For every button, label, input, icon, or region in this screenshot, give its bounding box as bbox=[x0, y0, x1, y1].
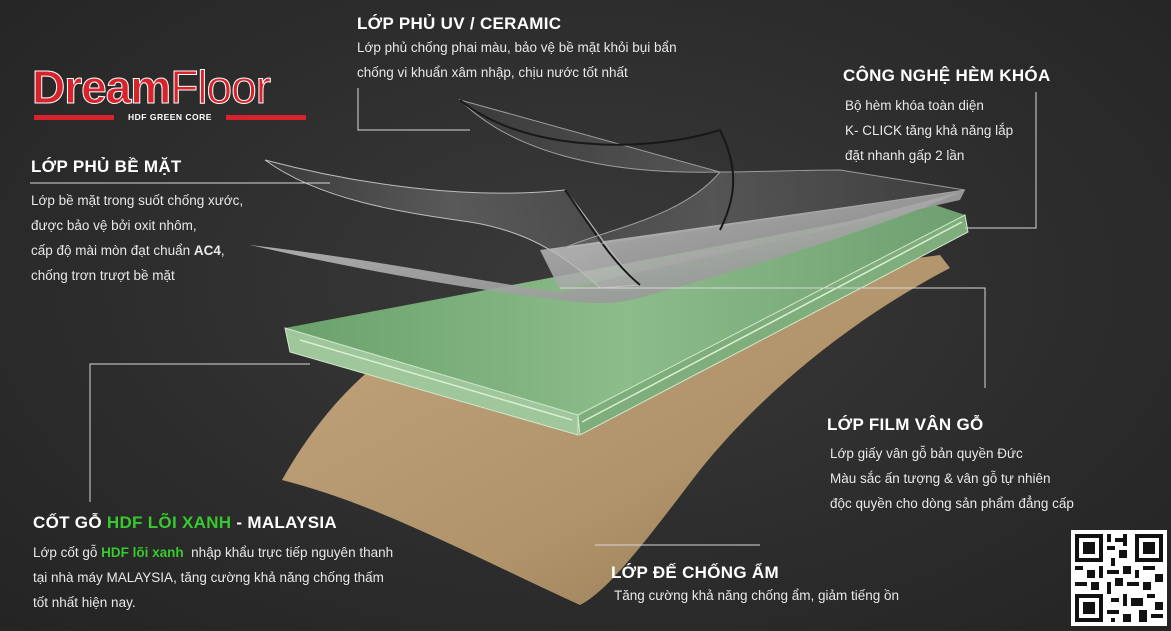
core-heading-suffix: - MALAYSIA bbox=[231, 513, 337, 532]
base-layer-line: Tăng cường khả năng chống ẩm, giảm tiếng… bbox=[614, 588, 900, 603]
surface-layer-line-2: được bảo vệ bởi oxit nhôm, bbox=[31, 218, 197, 233]
film-layer-line-3: độc quyền cho dòng sản phẩm đẳng cấp bbox=[830, 496, 1074, 511]
core-line-1-prefix: Lớp cốt gỗ bbox=[33, 545, 102, 560]
film-connector bbox=[560, 287, 986, 388]
core-layer-line-1: Lớp cốt gỗ HDF lõi xanh nhập khẩu trực t… bbox=[33, 540, 393, 566]
lock-tech-line-2: K- CLICK tăng khả năng lắp bbox=[845, 123, 1014, 138]
logo-word-dream: Dream bbox=[31, 61, 171, 114]
lock-tech-line-3: đặt nhanh gấp 2 lần bbox=[845, 148, 965, 163]
core-connector bbox=[89, 363, 310, 502]
film-layer-line-1: Lớp giấy vân gỗ bản quyền Đức bbox=[830, 446, 1023, 461]
logo-tagline: HDF GREEN CORE bbox=[128, 112, 212, 122]
surface-layer-line-4: chống trơn trượt bề mặt bbox=[31, 268, 175, 283]
core-line-1-highlight: HDF lõi xanh bbox=[101, 545, 184, 560]
logo-bar-left bbox=[34, 115, 114, 120]
abrasion-grade: AC4 bbox=[193, 243, 221, 258]
core-heading-prefix: CỐT GỖ bbox=[33, 513, 107, 532]
surface-line-3-prefix: cấp độ mài mòn đạt chuẩn bbox=[31, 243, 194, 258]
lock-connector bbox=[965, 92, 1037, 229]
uv-coating-sheet bbox=[458, 99, 966, 251]
core-layer-heading: CỐT GỖ HDF LÕI XANH - MALAYSIA bbox=[33, 513, 337, 533]
core-board-top bbox=[285, 205, 965, 415]
logo-word-floor: Floor bbox=[170, 61, 272, 114]
surface-layer-heading: LỚP PHỦ BỀ MẶT bbox=[31, 157, 182, 176]
surface-line-3-suffix: , bbox=[220, 243, 225, 258]
qr-code-icon bbox=[1071, 530, 1167, 626]
core-layer-line-2: tại nhà máy MALAYSIA, tăng cường khả năn… bbox=[33, 570, 384, 585]
core-board-side bbox=[284, 327, 579, 436]
core-heading-highlight: HDF LÕI XANH bbox=[106, 513, 232, 532]
core-layer-line-3: tốt nhất hiện nay. bbox=[33, 595, 136, 610]
uv-layer-line-1: Lớp phủ chống phai màu, bảo vệ bề mặt kh… bbox=[357, 40, 677, 55]
lock-tech-heading: CÔNG NGHỆ HÈM KHÓA bbox=[843, 66, 1051, 85]
clear-surface-sheet bbox=[264, 159, 642, 289]
uv-layer-heading: LỚP PHỦ UV / CERAMIC bbox=[357, 14, 562, 33]
lock-tech-line-1: Bộ hèm khóa toàn diện bbox=[845, 98, 984, 113]
base-layer-heading: LỚP ĐẾ CHỐNG ẨM bbox=[611, 563, 779, 582]
uv-layer-line-2: chống vi khuẩn xâm nhập, chịu nước tốt n… bbox=[357, 65, 628, 80]
surface-layer-line-3: cấp độ mài mòn đạt chuẩn AC4, bbox=[31, 238, 225, 264]
film-layer-heading: LỚP FILM VÂN GỖ bbox=[827, 415, 984, 434]
surface-layer-line-1: Lớp bề mặt trong suốt chống xước, bbox=[31, 193, 244, 208]
wood-film-sheet bbox=[250, 192, 960, 304]
logo-bar-right bbox=[226, 115, 306, 120]
uv-connector bbox=[357, 88, 470, 131]
core-line-1-suffix: nhập khẩu trực tiếp nguyên thanh bbox=[183, 545, 394, 560]
film-layer-line-2: Màu sắc ấn tượng & vân gỗ tự nhiên bbox=[830, 471, 1051, 486]
brand-logo: DreamFloor HDF GREEN CORE bbox=[30, 60, 312, 126]
